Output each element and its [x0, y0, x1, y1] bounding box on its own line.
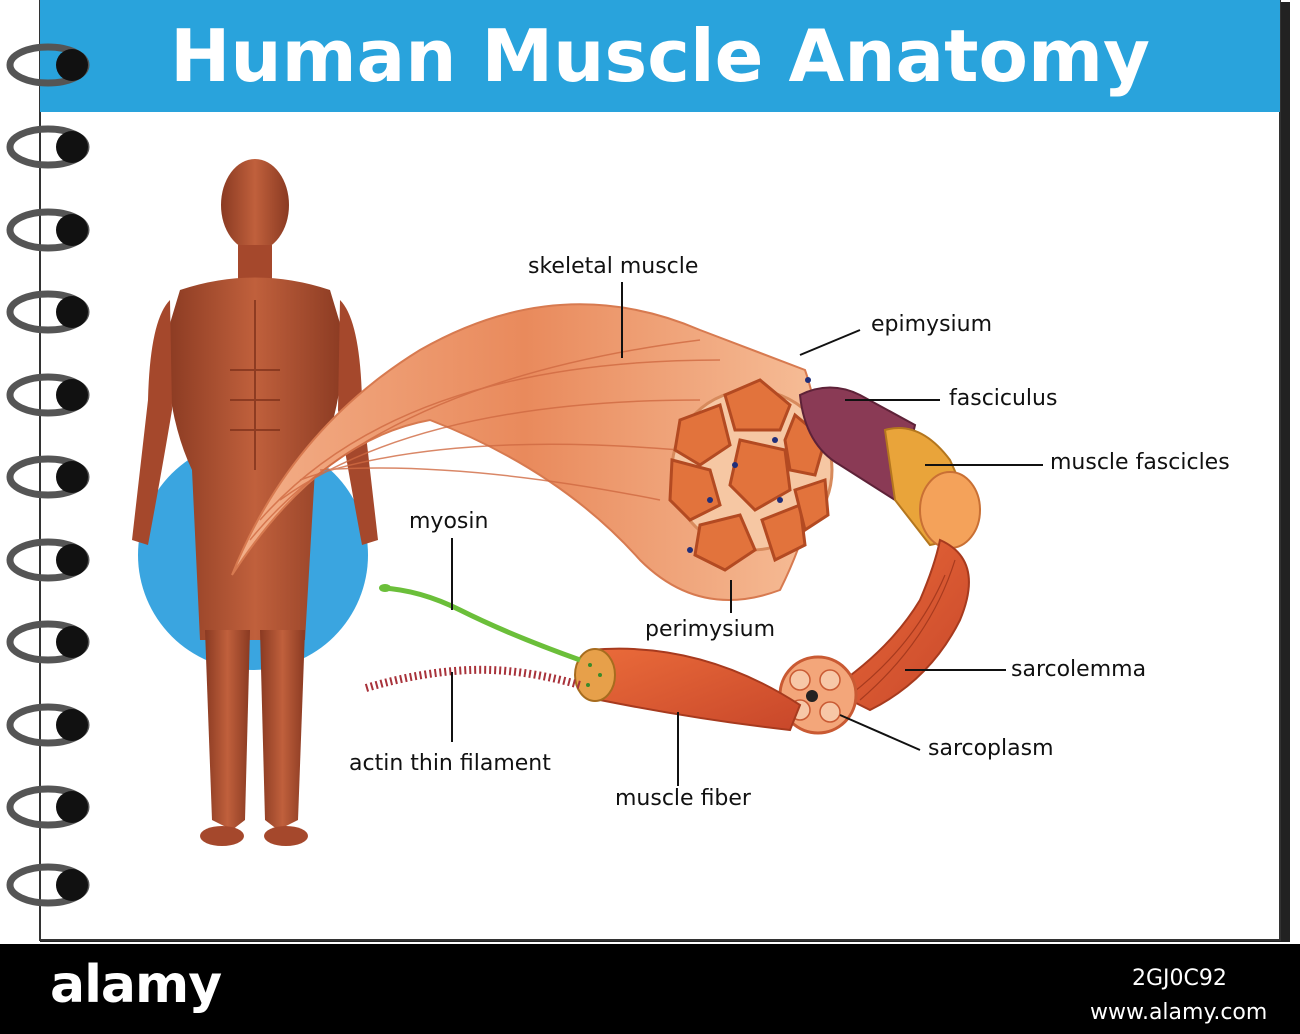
spiral-ring	[6, 208, 90, 252]
human-figure	[132, 159, 378, 846]
right-foot	[264, 826, 308, 846]
muscle-cross-section	[668, 377, 834, 572]
neck	[238, 245, 272, 280]
label-actin-thin-filament: actin thin filament	[349, 751, 551, 776]
right-leg	[260, 630, 305, 830]
label-fasciculus: fasciculus	[949, 386, 1058, 411]
brand-logo: alamy	[50, 955, 222, 1015]
spiral-ring	[6, 785, 90, 829]
muscle-fiber	[574, 647, 802, 732]
fasciculus-bundle	[798, 386, 981, 549]
label-sarcoplasm: sarcoplasm	[928, 736, 1054, 761]
footer-bar	[0, 944, 1300, 1034]
label-muscle-fascicles: muscle fascicles	[1050, 450, 1230, 475]
image-id: 2GJ0C92	[1132, 966, 1227, 991]
spiral-ring	[6, 620, 90, 664]
spiral-ring	[6, 538, 90, 582]
leader-lines	[451, 282, 1043, 786]
label-epimysium: epimysium	[871, 312, 993, 337]
title-banner	[40, 0, 1280, 112]
spiral-ring	[6, 703, 90, 747]
spiral-ring	[6, 455, 90, 499]
spiral-ring	[6, 373, 90, 417]
label-muscle-fiber: muscle fiber	[615, 786, 751, 811]
spiral-ring	[6, 125, 90, 169]
actin-filament	[364, 665, 582, 692]
spiral-ring	[6, 863, 90, 907]
label-sarcolemma: sarcolemma	[1011, 657, 1147, 682]
label-perimysium: perimysium	[645, 617, 776, 642]
site-url: www.alamy.com	[1090, 1000, 1268, 1025]
left-foot	[200, 826, 244, 846]
myosin-filament	[381, 585, 581, 663]
fiber-bundle-descending	[778, 538, 970, 735]
spiral-ring	[6, 43, 90, 87]
label-myosin: myosin	[409, 509, 489, 534]
label-skeletal-muscle: skeletal muscle	[528, 254, 699, 279]
page-title: Human Muscle Anatomy	[170, 14, 1150, 98]
skeletal-muscle	[231, 303, 819, 601]
spiral-binding	[6, 43, 90, 907]
spiral-ring	[6, 290, 90, 334]
left-arm	[132, 300, 172, 545]
head	[221, 159, 289, 251]
left-leg	[205, 630, 250, 830]
